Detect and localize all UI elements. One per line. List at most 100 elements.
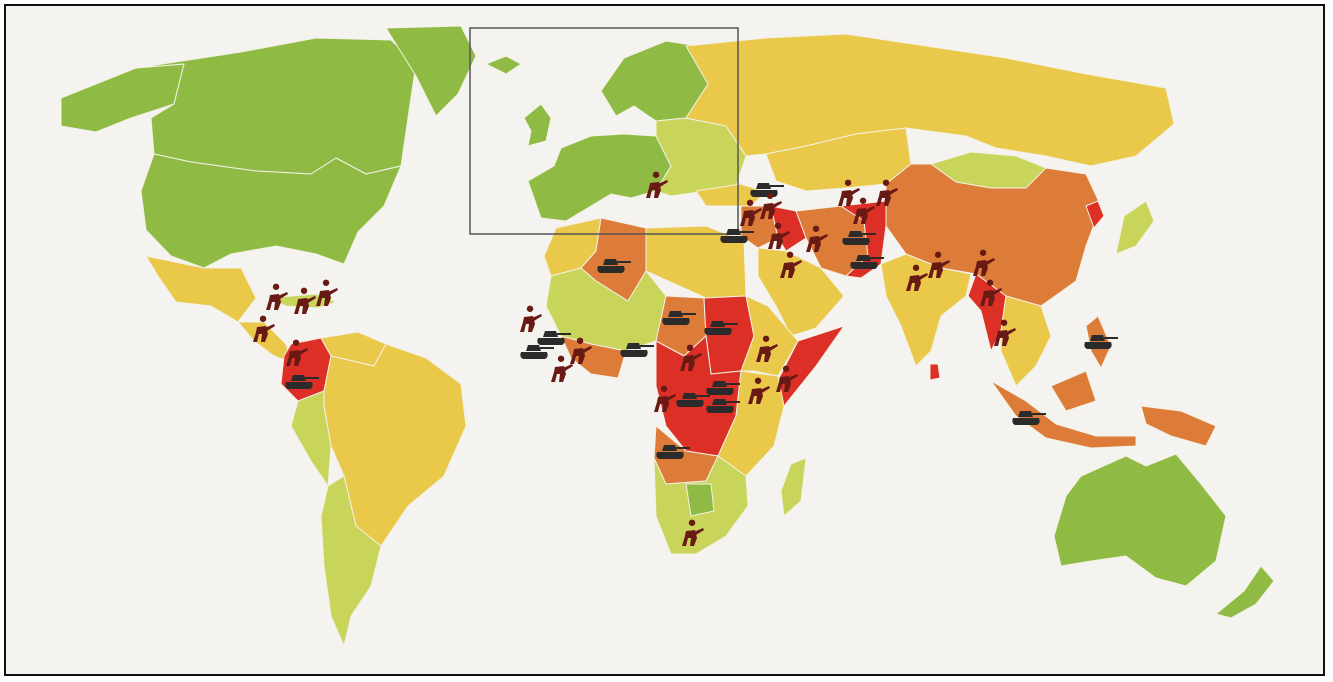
- world-conflict-map: [60, 25, 1275, 647]
- north-korea: [1085, 200, 1105, 229]
- soldier-icon: [520, 305, 542, 332]
- peru: [290, 390, 332, 487]
- soldier-icon: [646, 171, 668, 198]
- tank-icon: [662, 311, 696, 325]
- indonesia: [990, 370, 1137, 449]
- tank-icon-shape: [850, 255, 884, 269]
- soldier-icon-shape: [253, 315, 275, 342]
- western-europe: [527, 133, 672, 222]
- soldier-icon: [266, 283, 288, 310]
- soldier-icon-shape: [740, 199, 762, 226]
- russia: [685, 33, 1175, 167]
- soldier-icon-shape: [853, 197, 875, 224]
- somalia: [775, 325, 845, 407]
- tank-icon-shape: [842, 231, 876, 245]
- new-zealand: [1215, 565, 1275, 619]
- tank-icon: [850, 255, 884, 269]
- soldier-icon-shape: [748, 377, 770, 404]
- map-frame: [4, 4, 1325, 676]
- tank-icon-shape: [620, 343, 654, 357]
- tank-icon: [704, 321, 738, 335]
- soldier-icon: [740, 199, 762, 226]
- soldier-icon-shape: [928, 251, 950, 278]
- tank-icon-shape: [704, 321, 738, 335]
- soldier-icon-shape: [680, 344, 702, 371]
- soldier-icon: [294, 287, 316, 314]
- iceland: [485, 55, 522, 75]
- tank-icon-shape: [285, 375, 319, 389]
- tank-icon: [706, 399, 740, 413]
- soldier-icon: [654, 385, 676, 412]
- soldier-icon: [994, 319, 1016, 346]
- soldier-icon-shape: [973, 249, 995, 276]
- tank-icon-shape: [520, 345, 554, 359]
- soldier-icon-shape: [551, 355, 573, 382]
- east-africa: [717, 370, 785, 477]
- west-africa-coast: [560, 335, 627, 379]
- soldier-icon-shape: [520, 305, 542, 332]
- tank-icon: [656, 445, 690, 459]
- southeast-asia: [1000, 295, 1052, 387]
- soldier-icon: [876, 179, 898, 206]
- tank-icon-shape: [720, 229, 754, 243]
- usa: [140, 153, 402, 269]
- soldier-icon: [286, 339, 308, 366]
- soldier-icon-shape: [768, 222, 790, 249]
- soldier-icon-shape: [980, 279, 1002, 306]
- europe-inset-frame: [469, 27, 739, 235]
- tank-icon: [720, 229, 754, 243]
- arabia: [757, 247, 845, 337]
- soldier-icon: [838, 179, 860, 206]
- soldier-icon-shape: [906, 264, 928, 291]
- soldier-icon: [928, 251, 950, 278]
- soldier-icon: [316, 279, 338, 306]
- soldier-icon: [551, 355, 573, 382]
- tank-icon: [597, 259, 631, 273]
- canada: [135, 37, 417, 175]
- soldier-icon: [756, 335, 778, 362]
- tank-icon-shape: [537, 331, 571, 345]
- soldier-icon: [776, 365, 798, 392]
- japan: [1115, 200, 1155, 255]
- tank-icon-shape: [656, 445, 690, 459]
- soldier-icon: [682, 519, 704, 546]
- tank-icon: [842, 231, 876, 245]
- papua: [1140, 405, 1217, 447]
- greenland: [385, 25, 477, 117]
- tank-icon: [285, 375, 319, 389]
- soldier-icon-shape: [760, 192, 782, 219]
- tank-icon: [520, 345, 554, 359]
- soldier-icon-shape: [994, 319, 1016, 346]
- tank-icon-shape: [597, 259, 631, 273]
- soldier-icon: [768, 222, 790, 249]
- soldier-icon-shape: [806, 225, 828, 252]
- soldier-icon-shape: [780, 251, 802, 278]
- soldier-icon-shape: [756, 335, 778, 362]
- india: [880, 253, 972, 367]
- tank-icon: [537, 331, 571, 345]
- soldier-icon: [253, 315, 275, 342]
- tank-icon-shape: [750, 183, 784, 197]
- botswana: [685, 483, 715, 517]
- southern-cone: [320, 475, 382, 647]
- soldier-icon-shape: [316, 279, 338, 306]
- soldier-icon-shape: [266, 283, 288, 310]
- tank-icon-shape: [662, 311, 696, 325]
- soldier-icon-shape: [570, 337, 592, 364]
- tank-icon: [620, 343, 654, 357]
- soldier-icon-shape: [776, 365, 798, 392]
- soldier-icon: [780, 251, 802, 278]
- sri-lanka: [929, 363, 941, 381]
- tank-icon-shape: [676, 393, 710, 407]
- soldier-icon: [973, 249, 995, 276]
- soldier-icon: [806, 225, 828, 252]
- tank-icon: [1012, 411, 1046, 425]
- soldier-icon: [680, 344, 702, 371]
- soldier-icon: [853, 197, 875, 224]
- soldier-icon: [906, 264, 928, 291]
- tank-icon: [676, 393, 710, 407]
- soldier-icon-shape: [838, 179, 860, 206]
- uk: [523, 103, 552, 147]
- tank-icon-shape: [1012, 411, 1046, 425]
- soldier-icon: [748, 377, 770, 404]
